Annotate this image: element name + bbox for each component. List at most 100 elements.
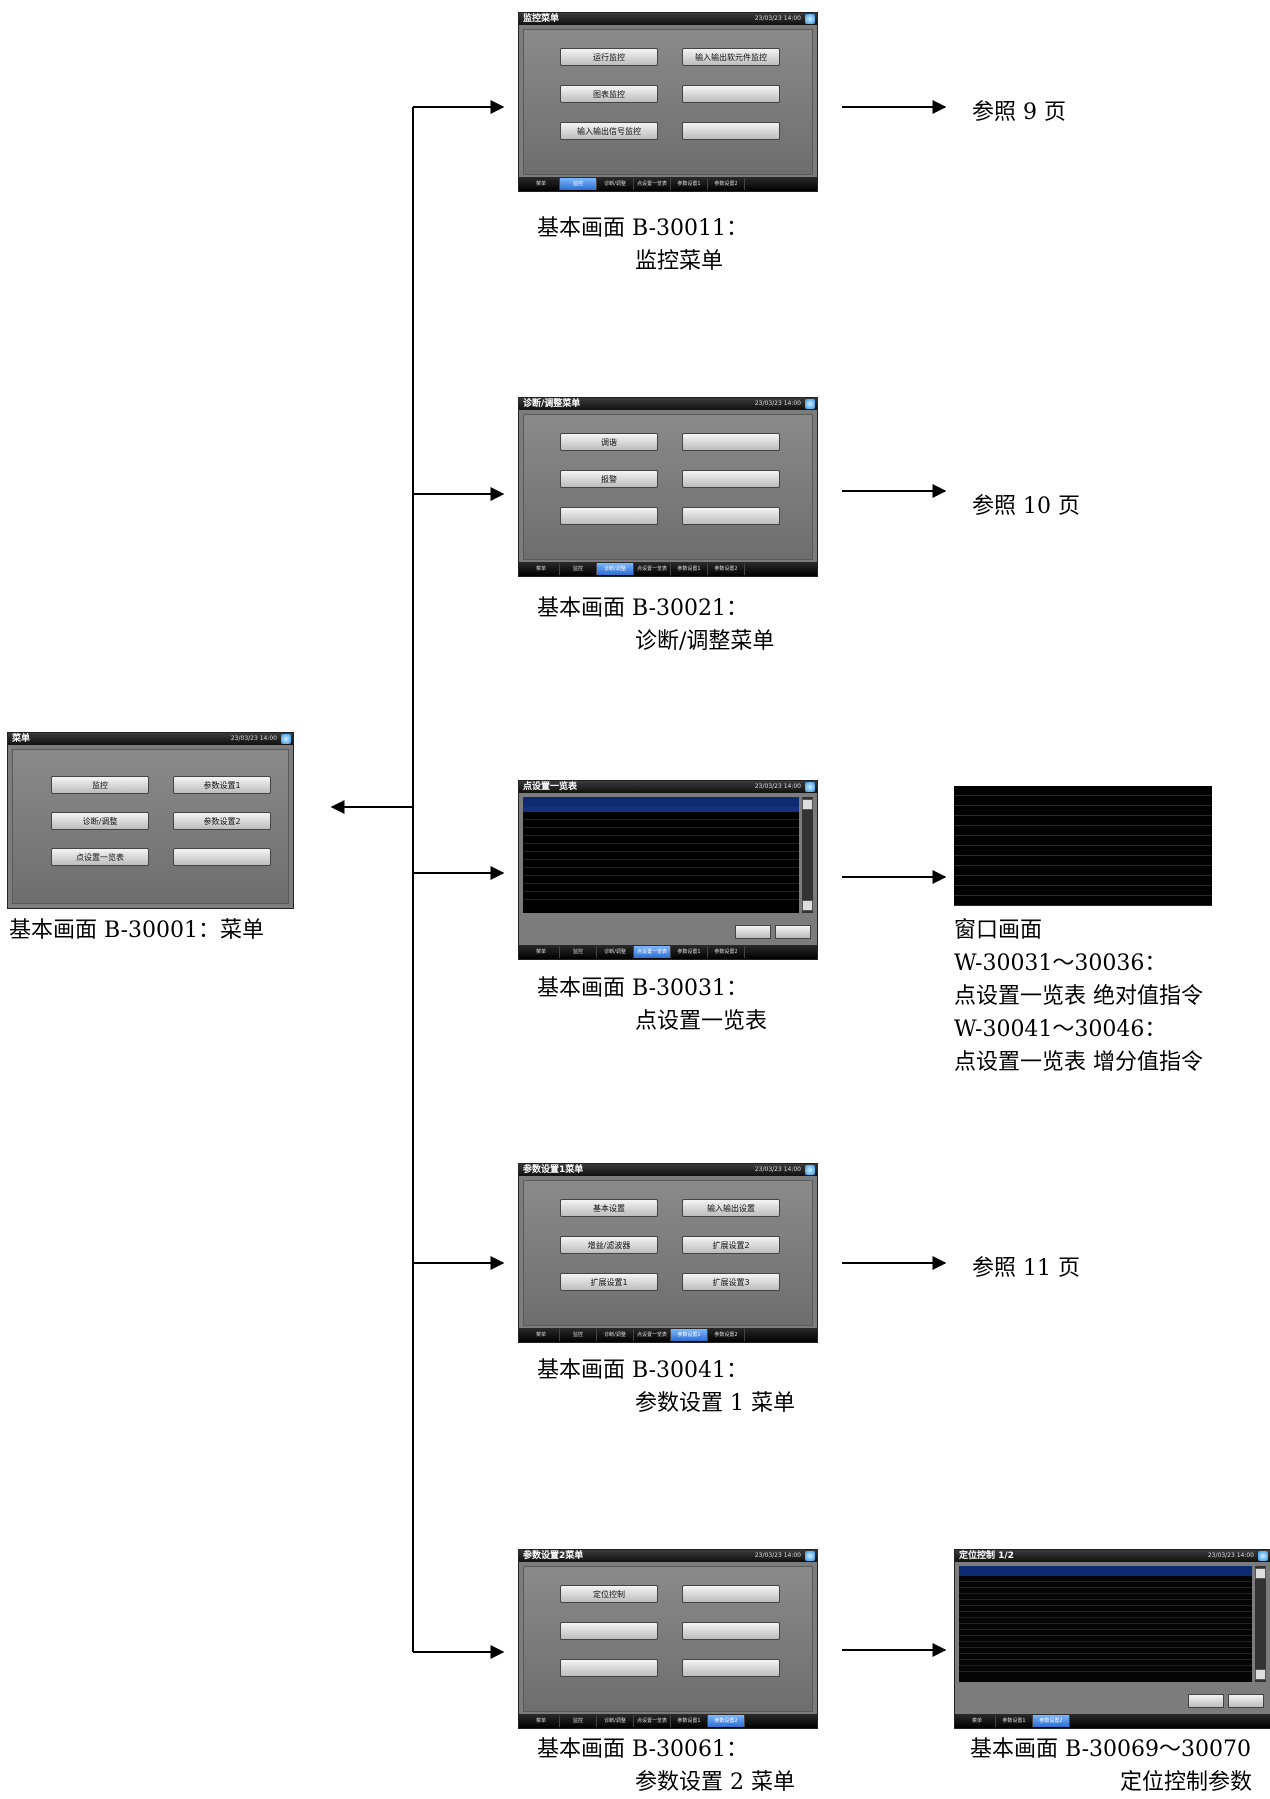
tab-menu[interactable]: 菜单 bbox=[523, 178, 560, 190]
scroll-up-icon[interactable] bbox=[802, 799, 813, 810]
help-icon[interactable] bbox=[1258, 1551, 1268, 1561]
table-scrollbar[interactable] bbox=[802, 797, 813, 913]
tab-param2[interactable]: 参数设置2 bbox=[708, 178, 745, 190]
io-signal-monitor-button[interactable]: 输入输出信号监控 bbox=[560, 122, 658, 140]
help-icon[interactable] bbox=[805, 1551, 815, 1561]
diagnosis-button[interactable]: 诊断/调整 bbox=[51, 812, 149, 830]
tab-menu[interactable]: 菜单 bbox=[959, 1715, 996, 1727]
table-row[interactable] bbox=[959, 1624, 1252, 1630]
tab-param1[interactable]: 参数设置1 bbox=[671, 563, 708, 575]
tab-param2[interactable]: 参数设置2 bbox=[708, 1329, 745, 1341]
tab-param2[interactable]: 参数设置2 bbox=[1033, 1715, 1070, 1727]
alarm-button[interactable]: 报警 bbox=[560, 470, 658, 488]
table-row[interactable] bbox=[959, 1594, 1252, 1600]
table-row[interactable] bbox=[959, 1588, 1252, 1594]
table-action-button[interactable] bbox=[775, 925, 811, 939]
table-row[interactable] bbox=[523, 868, 799, 876]
blank-button[interactable] bbox=[560, 1622, 658, 1640]
blank-button[interactable] bbox=[682, 1622, 780, 1640]
tab-param2[interactable]: 参数设置2 bbox=[708, 1715, 745, 1727]
table-row[interactable] bbox=[959, 1600, 1252, 1606]
blank-button[interactable] bbox=[173, 848, 271, 866]
tab-monitor[interactable]: 监控 bbox=[560, 946, 597, 958]
table-row[interactable] bbox=[959, 1582, 1252, 1588]
table-row[interactable] bbox=[523, 836, 799, 844]
table-row[interactable] bbox=[523, 812, 799, 820]
table-row[interactable] bbox=[523, 852, 799, 860]
table-row[interactable] bbox=[523, 828, 799, 836]
ext-settings3-button[interactable]: 扩展设置3 bbox=[682, 1273, 780, 1291]
tuning-button[interactable]: 调谐 bbox=[560, 433, 658, 451]
help-icon[interactable] bbox=[805, 782, 815, 792]
tab-monitor[interactable]: 监控 bbox=[560, 563, 597, 575]
tab-menu[interactable]: 菜单 bbox=[523, 946, 560, 958]
help-icon[interactable] bbox=[805, 399, 815, 409]
point-table-button[interactable]: 点设置一览表 bbox=[51, 848, 149, 866]
tab-param1[interactable]: 参数设置1 bbox=[671, 1715, 708, 1727]
tab-point-table[interactable]: 点设置一览表 bbox=[634, 946, 671, 958]
io-settings-button[interactable]: 输入输出设置 bbox=[682, 1199, 780, 1217]
tab-point-table[interactable]: 点设置一览表 bbox=[634, 178, 671, 190]
table-action-button[interactable] bbox=[1188, 1694, 1224, 1708]
table-row[interactable] bbox=[959, 1666, 1252, 1672]
gain-filter-button[interactable]: 增益/滤波器 bbox=[560, 1236, 658, 1254]
tab-monitor[interactable]: 监控 bbox=[560, 178, 597, 190]
table-row[interactable] bbox=[959, 1606, 1252, 1612]
tab-param1[interactable]: 参数设置1 bbox=[671, 1329, 708, 1341]
blank-button[interactable] bbox=[682, 122, 780, 140]
tab-diagnosis[interactable]: 诊断/调整 bbox=[597, 178, 634, 190]
run-monitor-button[interactable]: 运行监控 bbox=[560, 48, 658, 66]
table-action-button[interactable] bbox=[1228, 1694, 1264, 1708]
table-row[interactable] bbox=[959, 1636, 1252, 1642]
table-action-button[interactable] bbox=[735, 925, 771, 939]
blank-button[interactable] bbox=[560, 1659, 658, 1677]
table-row[interactable] bbox=[959, 1576, 1252, 1582]
table-row[interactable] bbox=[523, 860, 799, 868]
tab-param2[interactable]: 参数设置2 bbox=[708, 946, 745, 958]
tab-point-table[interactable]: 点设置一览表 bbox=[634, 563, 671, 575]
scroll-up-icon[interactable] bbox=[1255, 1568, 1266, 1579]
blank-button[interactable] bbox=[682, 85, 780, 103]
tab-param1[interactable]: 参数设置1 bbox=[671, 946, 708, 958]
table-row[interactable] bbox=[523, 876, 799, 884]
table-scrollbar[interactable] bbox=[1255, 1566, 1266, 1682]
tab-diagnosis[interactable]: 诊断/调整 bbox=[597, 1715, 634, 1727]
table-row[interactable] bbox=[959, 1612, 1252, 1618]
blank-button[interactable] bbox=[682, 433, 780, 451]
tab-point-table[interactable]: 点设置一览表 bbox=[634, 1329, 671, 1341]
table-row[interactable] bbox=[959, 1618, 1252, 1624]
tab-monitor[interactable]: 监控 bbox=[560, 1715, 597, 1727]
blank-button[interactable] bbox=[682, 507, 780, 525]
table-row[interactable] bbox=[523, 820, 799, 828]
table-row[interactable] bbox=[959, 1654, 1252, 1660]
positioning-control-button[interactable]: 定位控制 bbox=[560, 1585, 658, 1603]
table-row[interactable] bbox=[523, 844, 799, 852]
basic-settings-button[interactable]: 基本设置 bbox=[560, 1199, 658, 1217]
tab-menu[interactable]: 菜单 bbox=[523, 563, 560, 575]
help-icon[interactable] bbox=[281, 734, 291, 744]
help-icon[interactable] bbox=[805, 1165, 815, 1175]
scroll-down-icon[interactable] bbox=[1255, 1669, 1266, 1680]
blank-button[interactable] bbox=[560, 507, 658, 525]
table-row[interactable] bbox=[959, 1648, 1252, 1654]
tab-menu[interactable]: 菜单 bbox=[523, 1329, 560, 1341]
graph-monitor-button[interactable]: 图表监控 bbox=[560, 85, 658, 103]
tab-param2[interactable]: 参数设置2 bbox=[708, 563, 745, 575]
table-row[interactable] bbox=[523, 892, 799, 900]
param1-button[interactable]: 参数设置1 bbox=[173, 776, 271, 794]
tab-diagnosis[interactable]: 诊断/调整 bbox=[597, 563, 634, 575]
tab-diagnosis[interactable]: 诊断/调整 bbox=[597, 1329, 634, 1341]
table-row[interactable] bbox=[959, 1642, 1252, 1648]
param2-button[interactable]: 参数设置2 bbox=[173, 812, 271, 830]
blank-button[interactable] bbox=[682, 470, 780, 488]
tab-param1[interactable]: 参数设置1 bbox=[671, 178, 708, 190]
table-row[interactable] bbox=[523, 884, 799, 892]
scroll-down-icon[interactable] bbox=[802, 900, 813, 911]
blank-button[interactable] bbox=[682, 1585, 780, 1603]
table-row[interactable] bbox=[959, 1630, 1252, 1636]
tab-diagnosis[interactable]: 诊断/调整 bbox=[597, 946, 634, 958]
ext-settings1-button[interactable]: 扩展设置1 bbox=[560, 1273, 658, 1291]
io-device-monitor-button[interactable]: 输入输出软元件监控 bbox=[682, 48, 780, 66]
tab-menu[interactable]: 菜单 bbox=[523, 1715, 560, 1727]
tab-monitor[interactable]: 监控 bbox=[560, 1329, 597, 1341]
